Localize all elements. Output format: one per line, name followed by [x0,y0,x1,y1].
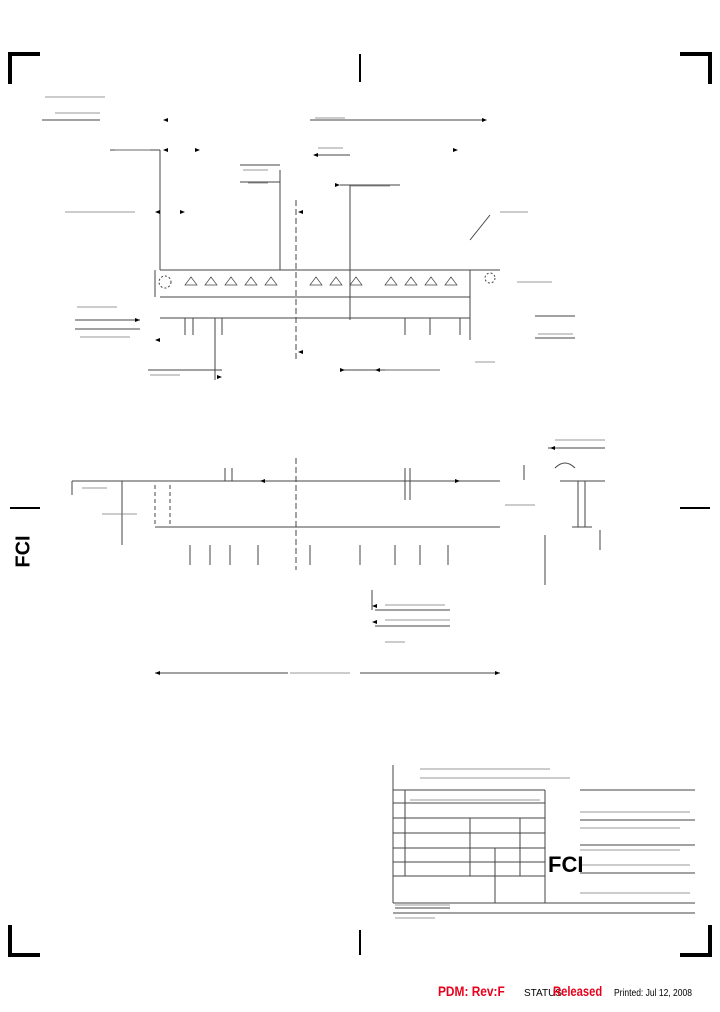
title-block [392,765,695,914]
dimension-callout-marks [45,96,690,919]
printed-date: Printed: Jul 12, 2008 [614,988,692,999]
fci-margin-logo: FCI [13,535,36,567]
crop-mark-bottom-left [8,925,40,957]
end-view [523,447,605,585]
top-view [42,119,575,380]
fci-margin-logo-text: FCI [12,535,35,568]
side-view [71,458,500,627]
dimension-arrowheads [135,118,555,675]
crop-mark-bottom-right [680,925,712,957]
crop-mark-top-right [680,52,712,84]
fci-title-block-logo: FCI [548,852,583,878]
fci-title-block-logo-text: FCI [548,852,584,877]
status-value: Released [553,983,603,999]
status-label: STATUS [524,988,562,999]
crop-mark-top-left [8,52,40,84]
pdm-revision-label: PDM: Rev:F [438,983,505,999]
